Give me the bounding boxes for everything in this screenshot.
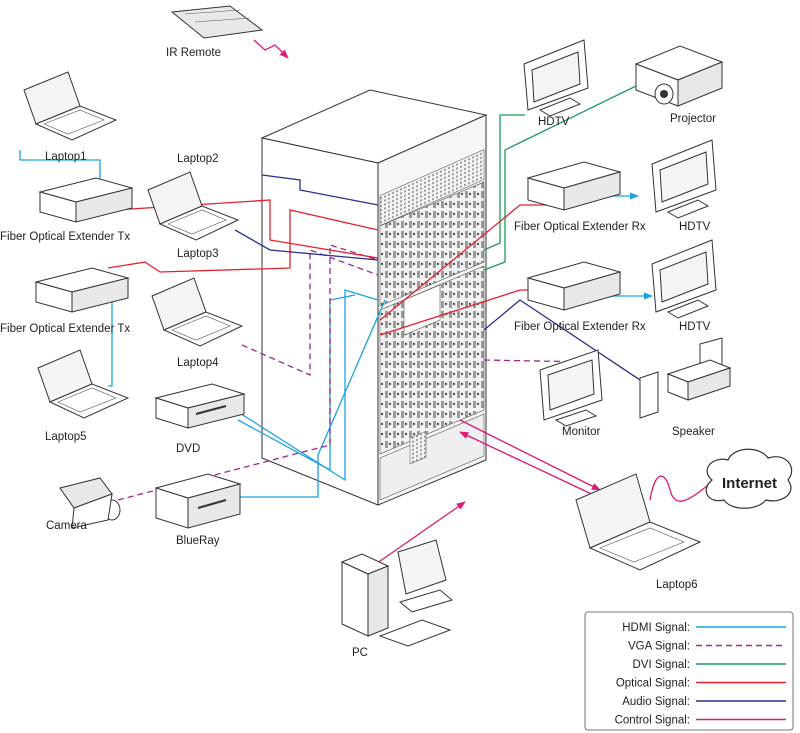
fiber-optical-extender-rx-1: Fiber Optical Extender Rx xyxy=(514,161,646,233)
io-card-slots xyxy=(379,181,485,455)
projector: Projector xyxy=(634,45,724,125)
speaker-label: Speaker xyxy=(672,426,715,438)
dvi-lines xyxy=(483,84,639,271)
ir-remote-label: IR Remote xyxy=(166,47,221,59)
vga-lines xyxy=(117,244,591,501)
laptop5-label: Laptop5 xyxy=(45,431,87,443)
hdtv-1: HDTV xyxy=(651,139,717,233)
fiber-optical-extender-tx-2: Fiber Optical Extender Tx xyxy=(0,267,130,335)
camera: Camera xyxy=(46,477,121,532)
dvd-player: DVD xyxy=(154,383,246,455)
dvd-label: DVD xyxy=(176,443,200,455)
monitor: Monitor xyxy=(539,349,603,438)
signal-legend: HDMI Signal: VGA Signal: DVI Signal: Optica… xyxy=(584,611,794,731)
internet-label: Internet xyxy=(722,475,777,492)
blueray-player: BlueRay xyxy=(154,473,242,547)
audio-lines xyxy=(234,174,641,381)
laptop1-label: Laptop1 xyxy=(45,151,87,163)
legend-label-audio: Audio Signal: xyxy=(622,696,690,708)
speaker: Speaker xyxy=(639,337,732,438)
fiber-rx-1-label: Fiber Optical Extender Rx xyxy=(514,221,646,233)
hdtv-2-label: HDTV xyxy=(679,321,711,333)
fiber-tx-2-label: Fiber Optical Extender Tx xyxy=(0,323,130,335)
camera-label: Camera xyxy=(46,520,88,532)
ir-remote: IR Remote xyxy=(166,5,264,59)
hdtv-top: HDTV xyxy=(523,39,589,128)
legend-label-dvi: DVI Signal: xyxy=(632,659,690,671)
laptop5: Laptop5 xyxy=(37,349,130,443)
matrix-switcher-rack xyxy=(260,89,488,506)
pc-label: PC xyxy=(352,647,368,659)
hdtv-top-label: HDTV xyxy=(538,116,570,128)
legend-label-hdmi: HDMI Signal: xyxy=(622,622,690,634)
internet-cloud: Internet xyxy=(705,448,793,509)
laptop6-label: Laptop6 xyxy=(656,579,698,591)
laptop3-label: Laptop3 xyxy=(177,248,219,260)
hdtv-1-label: HDTV xyxy=(679,221,711,233)
legend-label-optical: Optical Signal: xyxy=(616,678,690,690)
laptop2: Laptop2 xyxy=(147,153,240,241)
blueray-label: BlueRay xyxy=(176,535,220,547)
fiber-optical-extender-tx-1: Fiber Optical Extender Tx xyxy=(0,177,134,243)
laptop2-label: Laptop2 xyxy=(177,153,219,165)
projector-label: Projector xyxy=(670,113,716,125)
laptop6: Laptop6 xyxy=(575,473,702,591)
legend-label-control: Control Signal: xyxy=(615,715,690,727)
fiber-rx-2-label: Fiber Optical Extender Rx xyxy=(514,321,646,333)
legend-label-vga: VGA Signal: xyxy=(628,641,690,653)
laptop4: Laptop4 xyxy=(151,277,244,369)
laptop4-label: Laptop4 xyxy=(177,357,219,369)
laptop1: Laptop1 xyxy=(23,71,118,163)
monitor-label: Monitor xyxy=(562,426,601,438)
fiber-tx-1-label: Fiber Optical Extender Tx xyxy=(0,231,130,243)
control-lines xyxy=(253,39,709,569)
fiber-optical-extender-rx-2: Fiber Optical Extender Rx xyxy=(514,261,646,333)
hdtv-2: HDTV xyxy=(651,239,717,333)
pc: PC xyxy=(340,539,454,659)
